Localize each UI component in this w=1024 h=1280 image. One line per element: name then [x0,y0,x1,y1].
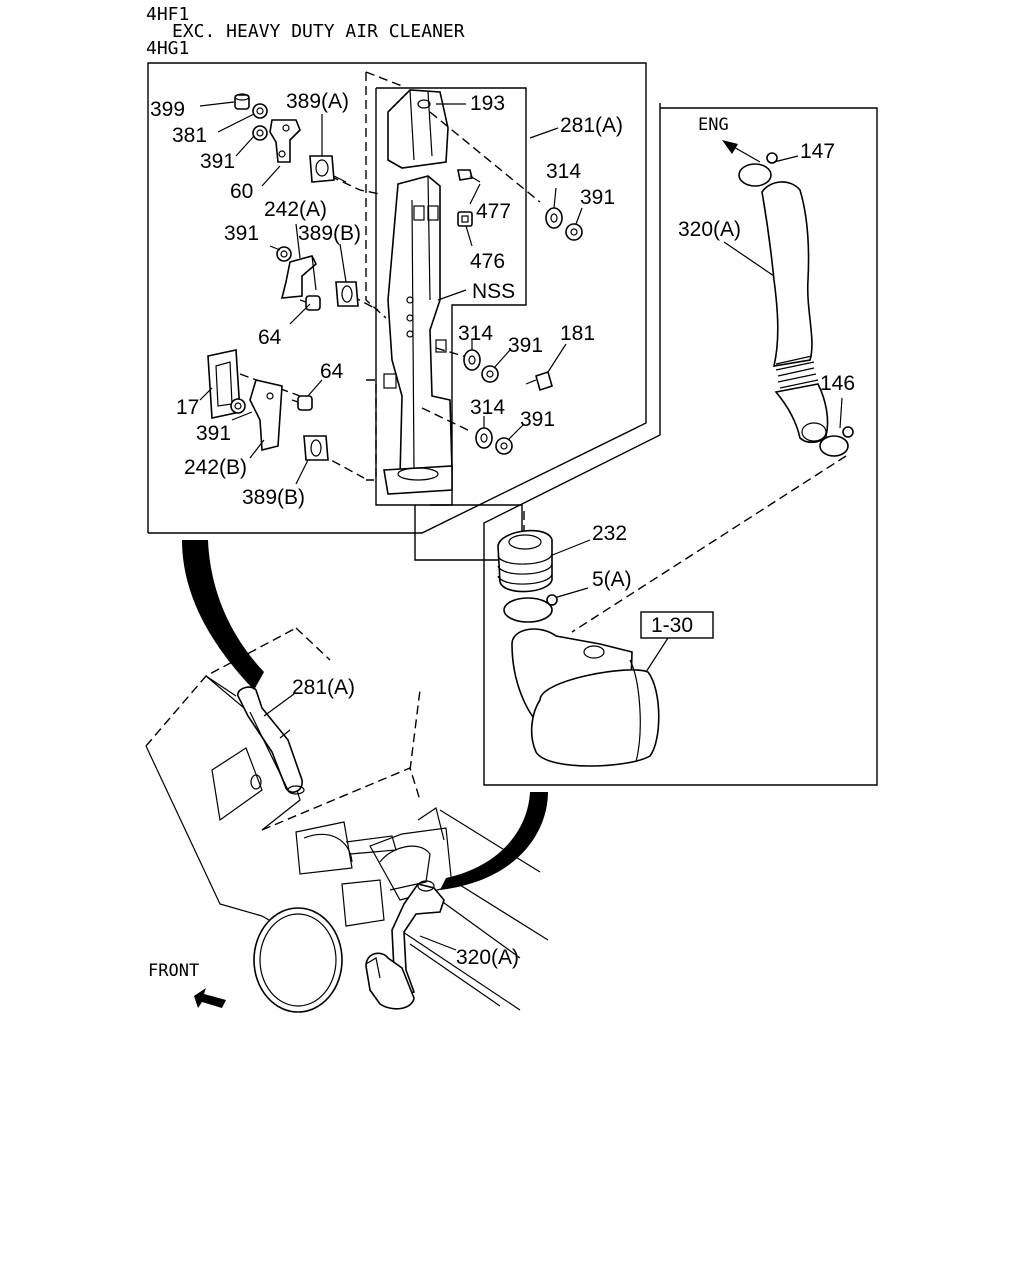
washer-314-b [463,349,481,371]
zoom-arc-snorkel [182,540,264,690]
nut-399 [234,93,250,110]
washer-314-a [545,207,563,229]
truck-frame [295,807,549,1011]
label-314-c: 314 [470,396,505,419]
mount-dash-a [329,175,381,195]
label-193: 193 [470,92,505,115]
label-320a-top: 320(A) [678,218,741,241]
snorkel-inner-box [375,87,527,506]
label-281a-top: 281(A) [560,114,623,137]
label-281a-truck: 281(A) [292,676,355,699]
intake-hose-320a [761,181,829,444]
label-391-e: 391 [196,422,231,445]
clamp-5a [503,594,558,623]
label-314-b: 314 [458,322,493,345]
label-17: 17 [176,396,199,419]
nut-391-e [230,398,246,414]
bolt-64-b [291,395,313,411]
label-389b-b: 389(B) [242,486,305,509]
nut-dash-line-a [429,111,541,203]
label-ref-1-30: 1-30 [651,614,693,637]
label-60: 60 [230,180,253,203]
bracket-dash-line [365,71,403,319]
label-front: FRONT [148,961,199,981]
label-389a: 389(A) [286,90,349,113]
bracket-60 [269,119,301,163]
label-391-b: 391 [580,186,615,209]
condition-note: EXC. HEAVY DUTY AIR CLEANER [172,21,465,42]
washer-314-c [475,427,493,449]
label-64-a: 64 [258,326,282,349]
label-391-f: 391 [520,408,555,431]
label-381: 381 [172,124,207,147]
label-181: 181 [560,322,595,345]
label-146: 146 [820,372,855,395]
label-314-a: 314 [546,160,581,183]
bracket-242a [280,255,317,299]
ref-box-1-30 [640,611,714,639]
label-391-a: 391 [200,150,235,173]
callout-labels: 399 381 391 60 389(A) 193 281(A) 314 391… [148,90,855,981]
nut-391-b [565,223,583,241]
truck-wheel [253,907,343,1013]
bolt-181 [525,370,553,392]
label-399: 399 [150,98,185,121]
engine-model-1: 4HF1 [146,4,190,25]
nut-476 [457,211,473,227]
nut-391-a [252,125,268,141]
label-242b: 242(B) [184,456,247,479]
label-nss: NSS [472,280,515,303]
label-476: 476 [470,250,505,273]
bellows-232 [497,529,553,593]
air-cleaner-1-30 [511,628,660,767]
zoom-arc-air-cleaner [440,792,548,890]
label-389b-a: 389(B) [298,222,361,245]
mount-389b-b [303,435,329,461]
truck-air-cleaner [365,952,415,1010]
snorkel-detail-frame [147,62,647,534]
label-5a: 5(A) [592,568,632,591]
lower-bracket-dash [366,379,377,481]
leader-lines-snorkel [199,101,583,485]
label-64-b: 64 [320,360,344,383]
nut-391-c [276,246,292,262]
washer-381 [252,103,268,119]
front-arrow-icon [194,988,226,1008]
truck-hose-320a [391,880,457,995]
engine-model-2: 4HG1 [146,38,190,59]
label-147: 147 [800,140,835,163]
label-391-c: 391 [224,222,259,245]
mount-389a [309,155,347,183]
clamp-146 [819,426,854,457]
nut-391-f [495,437,513,455]
label-232: 232 [592,522,627,545]
clamp-147 [738,152,778,187]
label-477: 477 [476,200,511,223]
eng-arrow [722,140,761,163]
leader-lines-air-cleaner [523,155,847,673]
bolt-477 [457,169,481,183]
bracket-242b [249,379,283,452]
nut-dash-line-c [421,407,473,433]
label-391-d: 391 [508,334,543,357]
bolt-64-a [299,295,321,311]
label-eng: ENG [698,115,729,135]
air-cleaner-detail-frame [483,103,878,786]
truck-snorkel-281a [237,686,305,795]
label-242a: 242(A) [264,198,327,221]
nut-391-d [481,365,499,383]
mount-389b-a [335,281,359,307]
snorkel-assembly [383,89,453,495]
label-320a-truck: 320(A) [456,946,519,969]
